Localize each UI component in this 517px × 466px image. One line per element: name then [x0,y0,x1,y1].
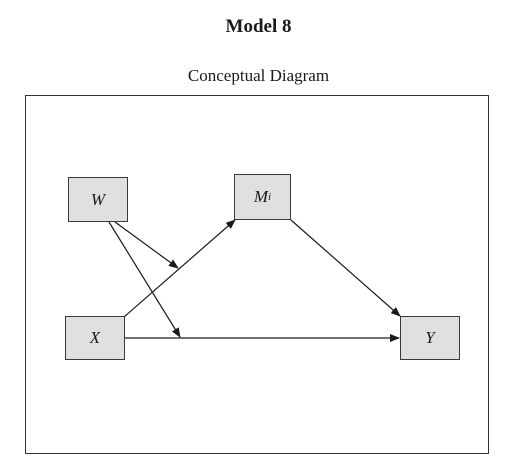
node-y: Y [400,316,460,360]
node-w-label: W [90,189,106,209]
arrow-m-to-y [290,219,401,317]
node-m-subscript: i [268,191,272,203]
node-m-label: M [253,187,269,206]
node-w: W [68,177,128,222]
diagram-subtitle: Conceptual Diagram [187,66,330,85]
arrow-w-to-xm-path [114,221,179,269]
node-y-label: Y [425,328,435,347]
arrow-w-to-xy-path [108,221,181,338]
arrow-x-to-m [123,219,236,318]
model-title: Model 8 [225,16,292,37]
node-x-label: X [89,328,101,347]
node-x: X [65,316,125,360]
diagram-frame [25,95,489,454]
